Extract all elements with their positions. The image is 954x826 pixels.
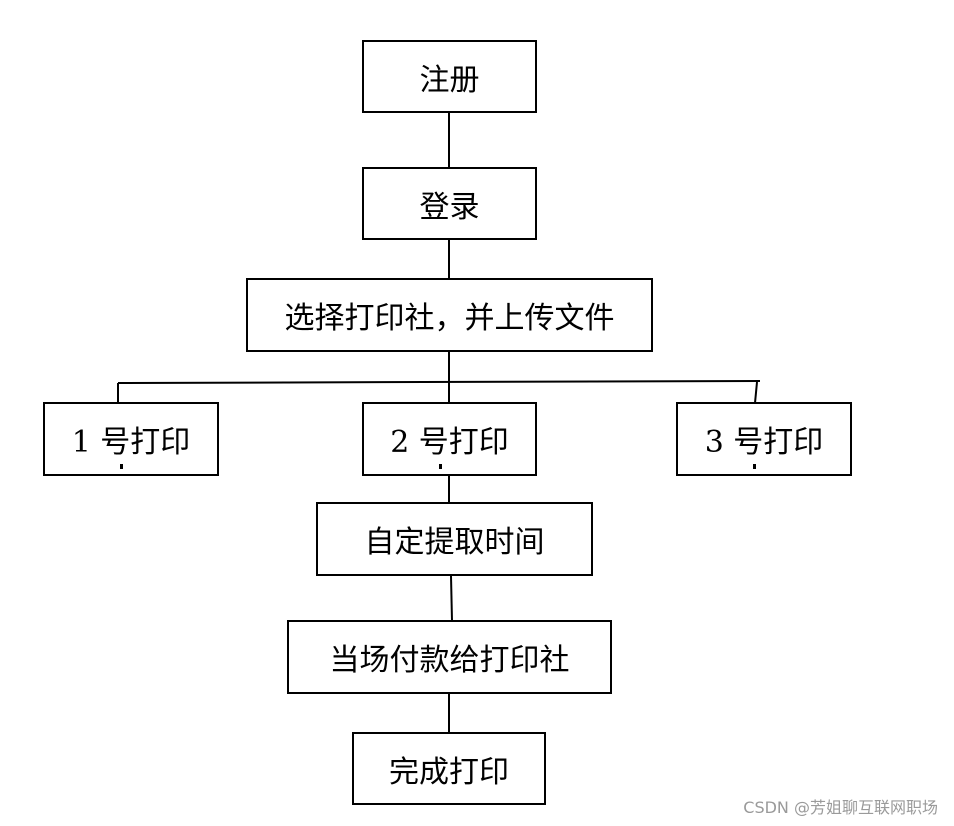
finish-node: 完成打印	[352, 732, 546, 805]
printer-1-node: 1 号打印	[43, 402, 219, 476]
printer-3-node: 3 号打印	[676, 402, 852, 476]
printer-2-node: 2 号打印	[362, 402, 537, 476]
printer-3-mark	[753, 464, 756, 469]
select-and-upload-node: 选择打印社，并上传文件	[246, 278, 653, 352]
pickup-time-node: 自定提取时间	[316, 502, 593, 576]
connector-branch-horizontal	[117, 380, 761, 384]
connector-pickup-pay	[450, 575, 453, 622]
printer-1-mark	[120, 464, 123, 469]
register-node: 注册	[362, 40, 537, 113]
watermark: CSDN @芳姐聊互联网职场	[743, 798, 938, 817]
connector-branch-printer-3	[754, 381, 758, 404]
pay-onsite-node: 当场付款给打印社	[287, 620, 612, 694]
printer-2-mark	[439, 464, 442, 469]
login-node: 登录	[362, 167, 537, 240]
